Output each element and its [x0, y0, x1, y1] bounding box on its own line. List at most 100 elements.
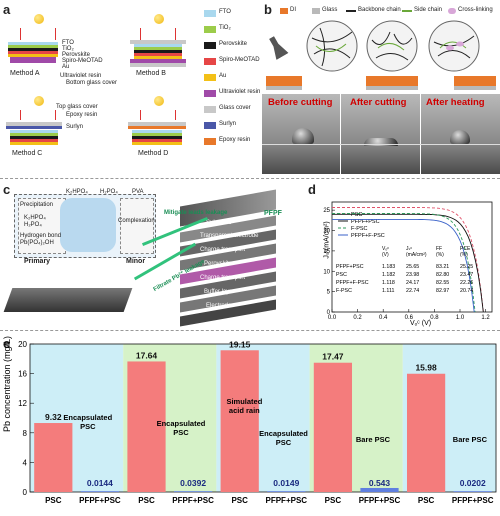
- legend-label: Spiro-MeOTAD: [219, 57, 260, 63]
- sun-icon: [34, 14, 44, 24]
- label-primary: Primary: [24, 258, 51, 265]
- x-tick-label: 1.2: [481, 315, 490, 321]
- bar: [127, 361, 166, 492]
- bar: [80, 491, 120, 492]
- y-tick-label: 4: [23, 458, 28, 467]
- table-cell: PFPF+F-PSC: [336, 280, 369, 286]
- panel-label-e: e: [3, 336, 11, 351]
- table-cell: 22.74: [406, 288, 419, 294]
- table-cell: 83.21: [436, 264, 449, 270]
- legend-swatch: [204, 42, 216, 49]
- stack-buffer-layer: Buffer layer: [204, 289, 235, 295]
- y-tick-label: 0: [327, 310, 331, 316]
- bar-value-label: 17.64: [136, 350, 158, 360]
- group-annotation: Encapsulated: [63, 413, 112, 422]
- jv-ylabel: Jₛᶜ(mA/cm²): [323, 221, 331, 259]
- table-cell: 1.111: [382, 288, 395, 294]
- bar-value-label: 0.0149: [273, 478, 299, 488]
- y-tick-label: 8: [23, 429, 28, 438]
- polymer-network-icon: [306, 20, 358, 72]
- bar-value-label: 0.0392: [180, 478, 206, 488]
- bar-value-label: 0.0202: [460, 478, 486, 488]
- panel-label-c: c: [3, 182, 11, 197]
- label-pb-complex: Pb(PO₄)₂OH: [20, 240, 54, 246]
- table-header: Jₛᶜ: [406, 246, 412, 252]
- table-header: FF: [436, 246, 442, 252]
- x-tick-label: 0.0: [328, 315, 337, 321]
- legend-sidechain: Side chain: [414, 7, 443, 13]
- divider-top: [0, 178, 500, 179]
- table-header: (%): [460, 252, 468, 258]
- label-pfpf: PFPF: [264, 210, 282, 217]
- table-cell: 23.98: [406, 272, 419, 278]
- group-annotation: Simulated: [226, 397, 262, 406]
- y-tick-label: 10: [323, 269, 330, 275]
- x-tick-label: 0.4: [379, 315, 388, 321]
- plot-frame: [29, 343, 497, 493]
- jv-curve-3: [332, 218, 475, 313]
- legend-crosslinking: Cross-linking: [458, 7, 493, 13]
- pfpf-film: [3, 288, 133, 312]
- x-tick-label: PSC: [138, 496, 155, 505]
- legend-swatch: [204, 122, 216, 129]
- group-annotation: PSC: [80, 422, 96, 431]
- table-cell: PSC: [336, 272, 347, 278]
- panel-a: FTO TiO₂ Perovskite Spiro-MeOTAD Au Meth…: [0, 0, 262, 176]
- table-cell: 1.118: [382, 280, 395, 286]
- polymer-network-icon: [428, 20, 480, 72]
- label-mitigate: Mitigate leads leakage: [164, 210, 228, 216]
- x-tick-label: 0.2: [353, 315, 362, 321]
- y-tick-label: 15: [323, 249, 330, 255]
- bar: [34, 423, 73, 492]
- table-header: (mA/cm²): [406, 252, 427, 258]
- stack-perovskite: Perovskite: [204, 261, 233, 267]
- table-header: Vₒᶜ: [382, 246, 389, 252]
- y-tick-label: 20: [18, 340, 27, 349]
- y-tick-label: 16: [18, 370, 27, 379]
- legend-glass: Glass: [322, 7, 338, 13]
- caption-after-cutting: After cutting: [350, 97, 407, 108]
- label-hydrogen-bond: Hydrogen bond: [20, 233, 62, 239]
- sun-icon: [154, 96, 164, 106]
- layer-label-fto: FTO: [62, 40, 74, 46]
- label-precipitation: Precipitation: [20, 202, 54, 208]
- sun-icon: [154, 14, 164, 24]
- x-tick-label: PSC: [231, 496, 248, 505]
- legend-label: FTO: [219, 9, 231, 15]
- group-annotation: Encapsulated: [259, 429, 308, 438]
- uv-resin-label: Ultraviolet resin: [60, 73, 102, 79]
- legend-swatch: [204, 10, 216, 17]
- jv-curve-2: [332, 213, 476, 313]
- stack-transparent-electrode: Transparent electrode: [200, 233, 259, 239]
- light-rays-b: [140, 28, 176, 40]
- table-header: PCE: [460, 246, 471, 252]
- label-complexation: Complexation: [118, 218, 155, 224]
- polymer-network-icon: [366, 20, 418, 72]
- layer-label-spiro: Spiro-MeOTAD: [62, 58, 103, 64]
- table-header: (V): [382, 252, 389, 258]
- panel-b: DI Glass Backbone chain Side chain Cross…: [262, 0, 500, 176]
- x-tick-label: PFPF+PSC: [359, 496, 401, 505]
- caption-before-cutting: Before cutting: [268, 97, 333, 108]
- legend-swatch: [204, 58, 216, 65]
- legend-swatch: [204, 138, 216, 145]
- label-h2po4: H₂PO₄: [24, 222, 42, 228]
- panel-label-d: d: [308, 182, 316, 197]
- table-cell: 24.17: [406, 280, 419, 286]
- group-annotation: Bare PSC: [453, 435, 488, 444]
- x-tick-label: 0.6: [405, 315, 414, 321]
- y-tick-label: 25: [323, 208, 330, 214]
- legend-label: Ultraviolet resin: [219, 89, 261, 95]
- bar: [360, 487, 399, 492]
- bar: [173, 491, 213, 492]
- x-tick-label: 1.0: [456, 315, 465, 321]
- top-glass-label: Top glass cover: [56, 104, 98, 110]
- table-cell: PFPF+PSC: [336, 264, 364, 270]
- table-cell: 25.25: [460, 264, 473, 270]
- table-header: (%): [436, 252, 444, 258]
- x-tick-label: 0.8: [430, 315, 439, 321]
- layer-label-au: Au: [62, 64, 70, 70]
- group-annotation: Bare PSC: [356, 435, 391, 444]
- light-rays-a: [20, 28, 56, 40]
